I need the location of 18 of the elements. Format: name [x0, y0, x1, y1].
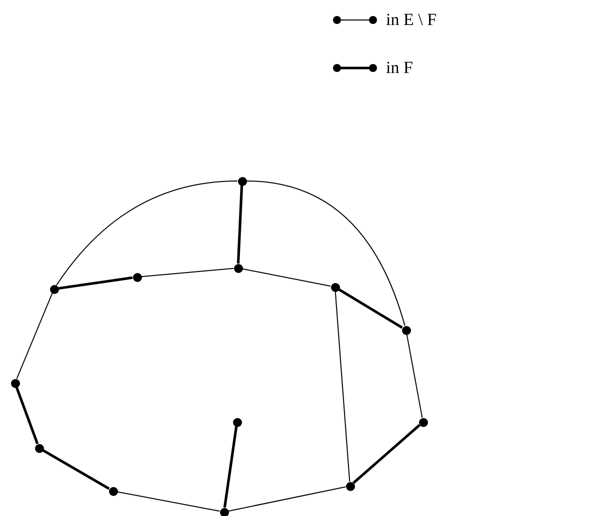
thick-edge — [236, 185, 244, 264]
edge-line — [140, 268, 234, 278]
edge-line — [334, 290, 350, 482]
edge-line — [242, 268, 332, 287]
thick-edge — [15, 386, 39, 444]
thick-edge — [338, 288, 403, 329]
legend-text: in F — [386, 57, 413, 80]
legend-text: in E \ F — [386, 9, 437, 32]
thick-edge — [42, 449, 110, 490]
edge-line — [406, 334, 423, 418]
thick-edge — [352, 424, 420, 484]
edge-line — [246, 180, 406, 326]
edge-line — [16, 292, 53, 380]
edge-line — [228, 486, 346, 512]
edge-line — [56, 180, 238, 286]
edge-line — [116, 491, 220, 512]
thick-edge — [58, 276, 133, 290]
thick-edge — [223, 426, 238, 508]
